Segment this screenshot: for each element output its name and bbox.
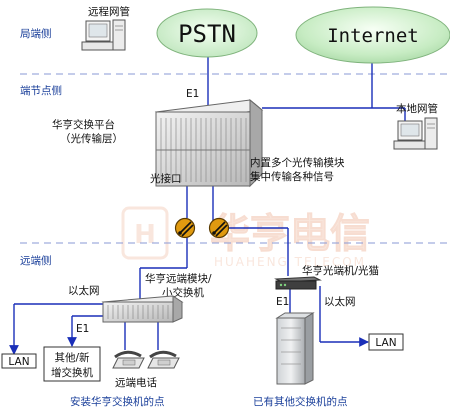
zone-label-node: 端节点侧: [20, 84, 62, 97]
optical-note-line2: 集中传输各种信号: [250, 170, 334, 183]
zone-label-central: 局端侧: [20, 27, 52, 40]
platform-label-line2: （光传输层）: [60, 132, 123, 145]
caption-left: 安装华亨交换机的点: [70, 395, 165, 408]
other-switch-label-line2: 增交换机: [51, 366, 93, 379]
remote-module-device: [101, 295, 184, 323]
internet-label: Internet: [327, 25, 419, 47]
ethernet-right-label: 以太网: [324, 295, 356, 308]
other-switch-label-line1: 其他/新: [54, 351, 90, 364]
remote-phone-label: 远端电话: [115, 376, 157, 389]
lan-left-label: LAN: [8, 356, 29, 368]
e1-right-label: E1: [276, 296, 289, 308]
other-switch-box: 其他/新 增交换机: [43, 346, 101, 382]
e1-top-label: E1: [186, 88, 199, 100]
existing-switch-tower: [275, 312, 315, 385]
remote-module-label-line1: 华亨远端模块/: [145, 272, 212, 285]
ethernet-left-label: 以太网: [68, 284, 100, 297]
remote-nms-computer: [81, 19, 126, 51]
caption-right: 已有其他交换机的点: [253, 395, 348, 408]
lan-right-label: LAN: [375, 337, 396, 349]
switching-platform-rack: [154, 98, 264, 188]
svg-text:H: H: [134, 220, 156, 250]
local-nms-label: 本地网管: [396, 102, 438, 115]
watermark-cn: 华亨电信: [210, 211, 370, 257]
platform-label-line1: 华亨交换平台: [52, 118, 115, 131]
pstn-label: PSTN: [178, 20, 236, 48]
watermark-en: HUAHENG TELECOM: [214, 255, 366, 269]
optical-note-line1: 内置多个光传输模块: [250, 156, 345, 169]
local-nms-computer: [393, 117, 438, 150]
internet-cloud: Internet: [295, 6, 450, 64]
optical-port-connector-right: [208, 217, 230, 239]
connections: [9, 57, 406, 355]
pstn-cloud: PSTN: [156, 8, 258, 58]
e1-left-label: E1: [76, 323, 89, 335]
lan-box-right: LAN: [368, 333, 404, 351]
zone-label-remote: 远端侧: [20, 254, 52, 267]
watermark: H 华亨电信 HUAHENG TELECOM: [121, 206, 370, 269]
phone-icon: [112, 350, 145, 369]
optical-port-label: 光接口: [150, 172, 182, 185]
phone-icon: [147, 350, 180, 369]
remote-nms-label: 远程网管: [88, 5, 130, 18]
fiber-terminal-device: [274, 276, 322, 290]
optical-port-connector-left: [174, 217, 196, 239]
fiber-terminal-label: 华亨光端机/光猫: [302, 264, 379, 277]
lan-box-left: LAN: [1, 353, 37, 369]
